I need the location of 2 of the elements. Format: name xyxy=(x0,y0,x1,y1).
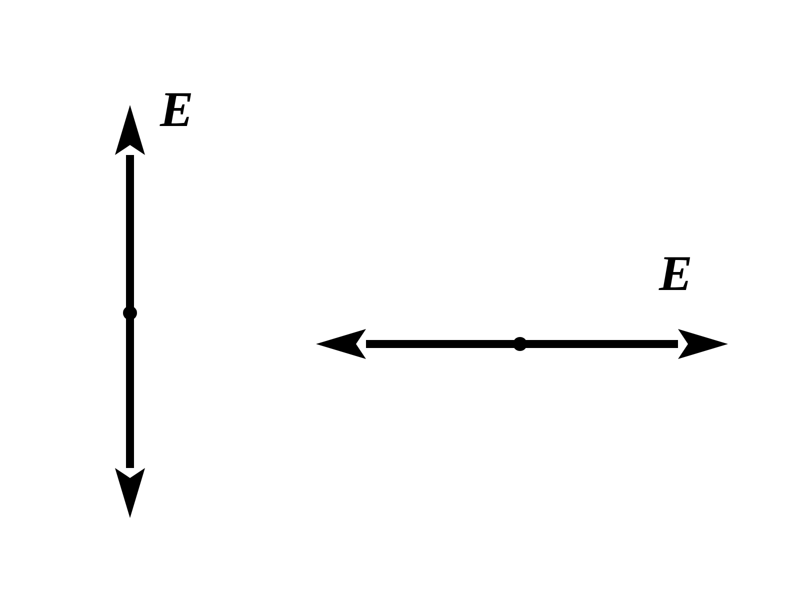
field-label: E xyxy=(160,84,194,134)
field-label: E xyxy=(659,248,692,298)
